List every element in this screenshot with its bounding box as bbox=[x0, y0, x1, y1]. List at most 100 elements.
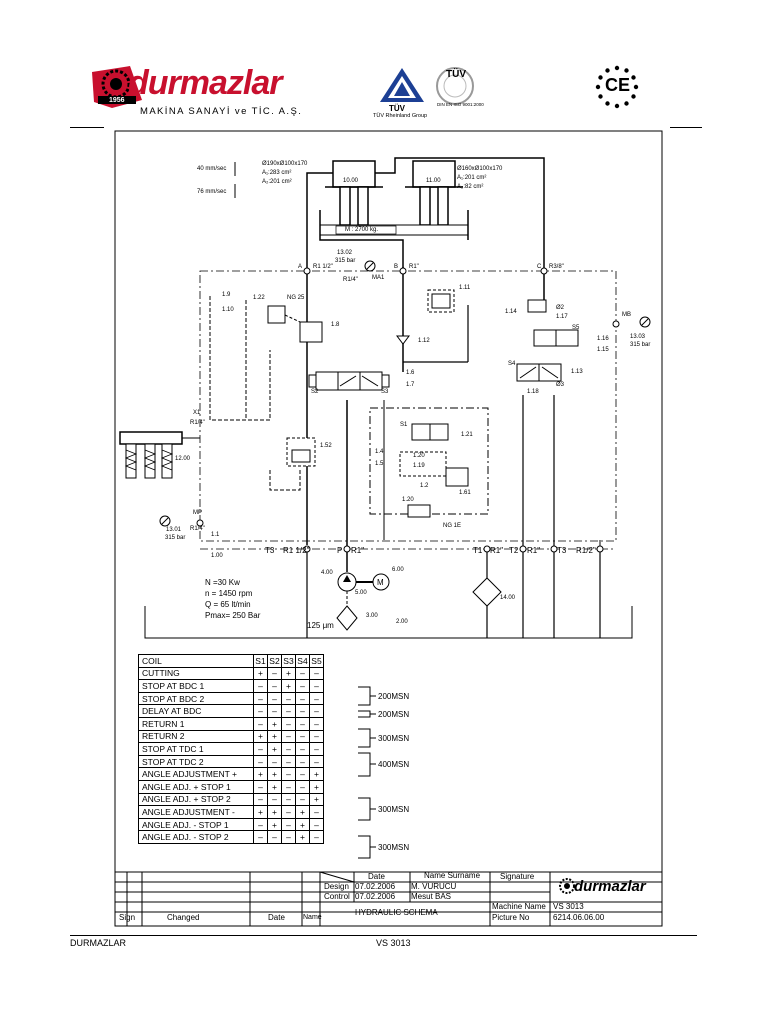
tb-control: Control bbox=[324, 892, 350, 901]
tb-title: HYDRAULIC SCHEMA bbox=[355, 908, 438, 917]
phi3-label: Ø3 bbox=[556, 382, 565, 388]
msn-label-6: 300MSN bbox=[378, 843, 410, 852]
coil-state-cell: + bbox=[267, 817, 282, 832]
coil-state-cell: – bbox=[253, 679, 268, 693]
comp-1-18: 1.18 bbox=[527, 389, 539, 395]
coil-state-cell: + bbox=[267, 805, 282, 819]
coil-state-cell: – bbox=[295, 704, 310, 718]
coil-state-cell: – bbox=[267, 691, 282, 706]
coil-table-row: ANGLE ADJ. - STOP 2–––+– bbox=[138, 830, 324, 844]
s4-label: S4 bbox=[508, 361, 516, 367]
coil-table-header: S5 bbox=[309, 654, 324, 668]
footer-left: DURMAZLAR bbox=[70, 938, 127, 948]
coil-state-cell: – bbox=[295, 754, 310, 769]
port-r112: R1 1/2" bbox=[313, 264, 333, 270]
msn-label-2: 200MSN bbox=[378, 710, 410, 719]
coil-state-cell: + bbox=[281, 679, 296, 693]
coil-state-cell: – bbox=[295, 666, 310, 681]
coil-state-cell: – bbox=[253, 704, 268, 718]
coil-function-label: ANGLE ADJUSTMENT + bbox=[138, 767, 254, 781]
cyl1-a1: A₁:283 cm² bbox=[262, 170, 292, 176]
coil-state-cell: – bbox=[281, 817, 296, 832]
gauge3-number: 13.01 bbox=[166, 527, 182, 533]
tb-picture-no: 6214.06.06.00 bbox=[553, 913, 605, 922]
coil-state-cell: + bbox=[309, 767, 324, 781]
coil-state-cell: – bbox=[309, 830, 324, 844]
comp-4-00: 4.00 bbox=[321, 570, 333, 576]
coil-state-cell: – bbox=[253, 792, 268, 807]
port-r14: R1/4" bbox=[343, 277, 358, 283]
coil-state-cell: – bbox=[309, 805, 324, 819]
comp-1-22: 1.22 bbox=[253, 295, 265, 301]
mb-label: MB bbox=[622, 312, 631, 318]
coil-state-cell: – bbox=[281, 805, 296, 819]
cyl2-a1: A₁:201 cm² bbox=[457, 175, 487, 181]
coil-state-cell: + bbox=[281, 666, 296, 681]
tb-name-2: Name bbox=[303, 914, 322, 921]
tb-design-name: M. VURUCU bbox=[411, 882, 457, 891]
coil-table-row: STOP AT BDC 2––––– bbox=[138, 691, 324, 706]
footer-center: VS 3013 bbox=[376, 938, 411, 948]
coil-table-row: STOP AT TDC 2––––– bbox=[138, 754, 324, 769]
r14-c-label: R1/4" bbox=[190, 420, 205, 426]
coil-function-label: CUTTING bbox=[138, 666, 254, 681]
coil-state-cell: – bbox=[253, 817, 268, 832]
footer-rule bbox=[70, 935, 697, 936]
tb-picture-no-label: Picture No bbox=[492, 913, 530, 922]
comp-1-20-b: 1.20 bbox=[402, 497, 414, 503]
comp-1-17: 1.17 bbox=[556, 314, 568, 320]
coil-state-cell: – bbox=[295, 767, 310, 781]
port-r1: R1" bbox=[409, 264, 419, 270]
coil-table-row: ANGLE ADJ. + STOP 2––––+ bbox=[138, 792, 324, 807]
coil-state-cell: – bbox=[295, 716, 310, 731]
tuv-cert-logo bbox=[430, 66, 485, 116]
comp-1-6: 1.6 bbox=[406, 370, 415, 376]
logo-year: 1956 bbox=[109, 97, 125, 104]
coil-table-row: RETURN 2++––– bbox=[138, 729, 324, 744]
comp-1-52: 1.52 bbox=[320, 443, 332, 449]
tb-signature-header: Signature bbox=[500, 872, 535, 881]
tb-date-header: Date bbox=[368, 872, 385, 881]
bottom-r12: R1/2" bbox=[576, 546, 596, 555]
bottom-r1-b: R1" bbox=[490, 546, 504, 555]
tuv-group: TÜV Rheinland Group bbox=[373, 113, 428, 119]
ng25-label: NG 25 bbox=[287, 295, 305, 301]
comp-14-00: 14.00 bbox=[500, 595, 516, 601]
coil-state-cell: – bbox=[281, 779, 296, 794]
comp-1-00: 1.00 bbox=[211, 553, 223, 559]
header-rule-left bbox=[70, 127, 104, 128]
coil-table-row: RETURN 1–+––– bbox=[138, 716, 324, 731]
tb-logo-icon bbox=[557, 876, 577, 896]
coil-state-cell: – bbox=[281, 729, 296, 744]
coil-state-cell: + bbox=[267, 742, 282, 756]
cyl2-number: 11.00 bbox=[426, 178, 441, 184]
coil-function-label: ANGLE ADJ. + STOP 1 bbox=[138, 779, 254, 794]
speed-2: 76 mm/sec bbox=[197, 189, 227, 195]
tb-design: Design bbox=[324, 882, 349, 891]
tuv-logo bbox=[372, 66, 432, 122]
motor-m: M bbox=[377, 578, 384, 587]
port-a: A bbox=[298, 264, 303, 270]
port-b: B bbox=[394, 264, 399, 270]
ma1-label: MA1 bbox=[372, 275, 385, 281]
coil-function-label: RETURN 1 bbox=[138, 716, 254, 731]
comp-2-00: 2.00 bbox=[396, 619, 408, 625]
comp-5-00: 5.00 bbox=[355, 590, 367, 596]
comp-1-8: 1.8 bbox=[331, 322, 340, 328]
coil-table-header: S3 bbox=[281, 654, 296, 668]
comp-1-4: 1.4 bbox=[375, 449, 384, 455]
coil-function-label: STOP AT BDC 1 bbox=[138, 679, 254, 693]
coil-function-label: ANGLE ADJUSTMENT - bbox=[138, 805, 254, 819]
coil-state-cell: + bbox=[267, 716, 282, 731]
coil-state-cell: – bbox=[281, 704, 296, 718]
coil-state-cell: + bbox=[253, 666, 268, 681]
coil-state-cell: + bbox=[267, 729, 282, 744]
comp-1-21: 1.21 bbox=[461, 432, 473, 438]
cyl1-spec: Ø190xØ100x170 bbox=[262, 161, 308, 167]
coil-state-cell: – bbox=[309, 729, 324, 744]
bottom-r112: R1 1/2" bbox=[283, 546, 310, 555]
coil-table-row: ANGLE ADJUSTMENT +++––+ bbox=[138, 767, 324, 781]
comp-12-00: 12.00 bbox=[175, 456, 191, 462]
coil-state-cell: – bbox=[253, 691, 268, 706]
